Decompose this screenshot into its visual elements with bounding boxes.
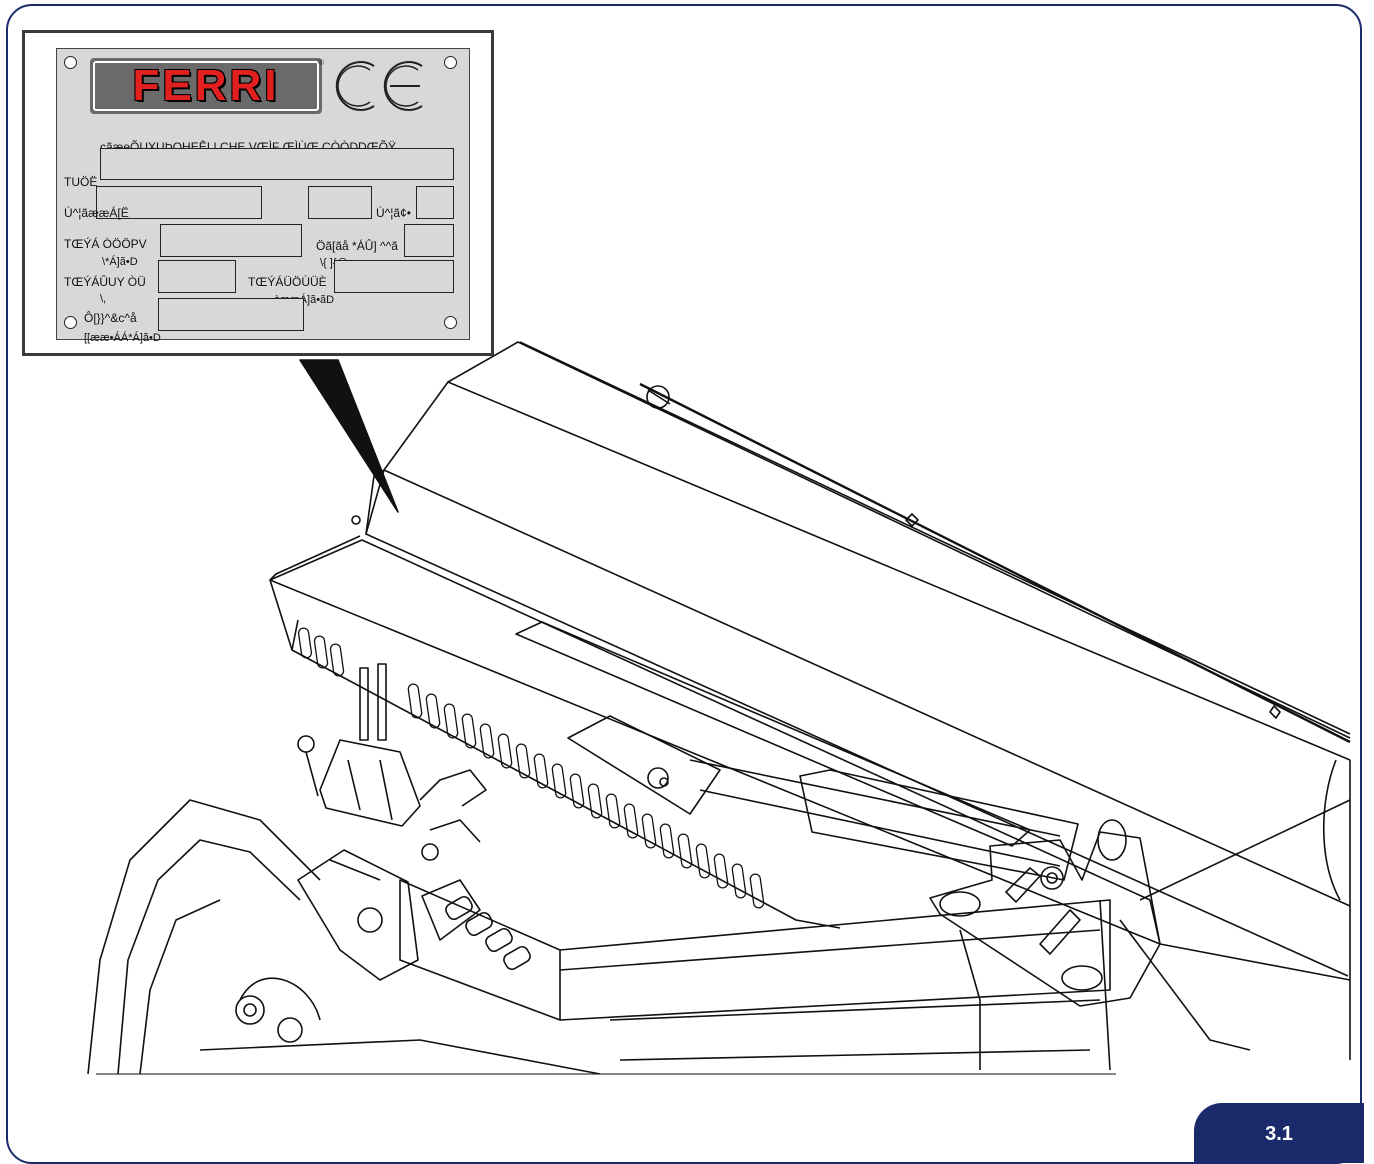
field-mass-rotor — [334, 260, 454, 293]
field-year — [158, 298, 304, 331]
label-width: Öã[ãå *ÁÛ] ^^ã — [316, 239, 398, 253]
page-number-tab: 3.1 — [1194, 1103, 1364, 1163]
field-mass-op — [160, 224, 302, 257]
field-mass-max — [158, 260, 236, 293]
plate-hole-top-right — [444, 56, 457, 69]
label-year: Ô[}}^&c^å — [84, 311, 137, 325]
field-model — [100, 148, 454, 180]
plate-hole-top-left — [64, 56, 77, 69]
label-mass-rotor: TŒÝÁÜÖÙÜÈ — [248, 275, 327, 289]
ferri-logo: FERRI — [90, 58, 322, 114]
label-model: TUÖË — [64, 175, 98, 189]
plate-hole-bottom-right — [444, 316, 457, 329]
label-mass-max: TŒÝÁÛUY ÒÜ — [64, 275, 146, 289]
field-serial-2 — [308, 186, 372, 219]
field-series — [416, 186, 454, 219]
field-width — [404, 224, 454, 257]
page-number: 3.1 — [1265, 1123, 1293, 1145]
label-mass-op: TŒÝÁ ÒÖÖPV — [64, 237, 147, 251]
cover-top-edge — [383, 341, 1351, 739]
callout-pointer — [299, 359, 399, 513]
brand-text: FERRI — [132, 61, 280, 110]
field-serial — [96, 186, 262, 219]
machine-drawing — [87, 341, 1351, 1075]
registered-mark: ® — [318, 58, 324, 67]
label-year-unit: [[ææ•ÁÁ*Á]ã•D — [84, 332, 161, 344]
plate-hole-bottom-left — [64, 316, 77, 329]
logo-inner-border — [93, 61, 319, 111]
label-mass-max-unit: \, — [100, 293, 107, 305]
label-series: Ù^¦ã¢• — [376, 206, 411, 220]
ce-mark-icon — [335, 61, 423, 111]
label-mass-op-unit: \*Á]ã•D — [102, 256, 138, 268]
label-serial: Ù^¦ãææÁ[Ë — [64, 206, 129, 220]
